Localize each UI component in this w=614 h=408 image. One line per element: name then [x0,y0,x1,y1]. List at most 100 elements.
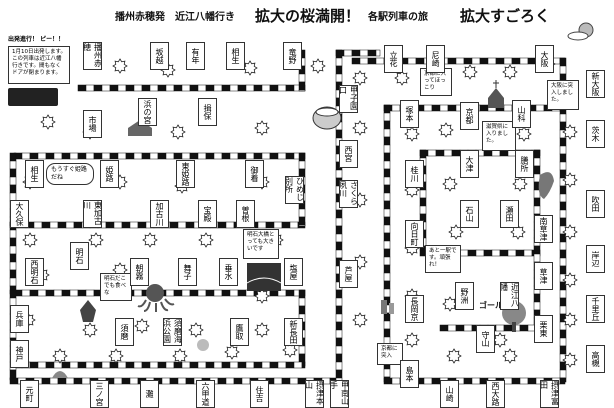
station-label: 竜野 [288,48,297,64]
track-tile [125,84,135,92]
track-tile [523,249,533,257]
track-tile [519,57,529,65]
track-tile [213,84,223,92]
track-tile [21,152,31,160]
station-label: 東姫路 [181,162,190,186]
rest-space-star-icon [254,322,270,338]
track-tile [85,289,95,297]
station-label: 坂越 [155,48,164,64]
track-tile [9,184,17,194]
header-subtitle-right: 各駅列車の旅 [368,12,428,23]
track-tile [65,377,75,385]
track-tile [213,152,223,160]
track-tile [533,181,541,191]
track-tile [109,361,119,369]
track-tile [383,232,391,242]
station-label: 大阪 [540,51,549,67]
station-label: 西明石 [30,260,39,284]
track-tile [519,377,529,385]
station-maiko: 舞子 [178,258,197,286]
track-tile [383,120,391,130]
track-tile [141,289,151,297]
station-label: 草津 [539,268,548,284]
track-tile [37,289,47,297]
track-tile [419,189,427,199]
track-tile [455,57,465,65]
rest-space-star-icon [404,126,420,142]
track-tile [77,84,87,92]
station-label: 茨木 [591,126,600,142]
track-tile [298,89,306,92]
track-tile [169,377,179,385]
station-hamanomiya: 浜の宮 [138,98,157,126]
track-tile [423,377,433,385]
station-label: 桂川 [410,166,419,182]
track-tile [431,104,441,112]
station-label: 六甲道 [201,382,210,406]
track-tile [53,361,63,369]
station-otsu: 大津 [460,150,479,178]
rest-space-star-icon [492,332,508,348]
track-tile [435,149,445,157]
track-tile [285,361,295,369]
station-label: 西宮 [344,146,353,162]
track-tile [463,324,473,332]
rest-space-star-icon [352,312,368,328]
rest-space-star-icon [282,342,298,358]
bubble-akashi-bridge: 明石大橋とっても大きいです [243,229,279,259]
station-label: 石山 [465,206,474,222]
track-tile [265,221,275,229]
track-tile [383,136,391,146]
track-tile [293,361,303,369]
track-tile [217,221,227,229]
station-banshu-ako: 播州赤穂 [83,42,102,70]
track-tile [335,297,343,307]
track-tile [121,377,131,385]
station-kobe: 神戸 [10,340,29,368]
rest-space-star-icon [310,58,326,74]
track-tile [533,189,541,199]
track-tile [383,192,391,202]
track-tile [73,377,83,385]
rest-space-star-icon [352,120,368,136]
track-tile [559,57,567,67]
track-tile [229,361,239,369]
rest-space-star-icon [442,296,458,312]
track-tile [415,57,425,65]
track-tile [229,152,239,160]
station-label: 加古川 [155,202,164,226]
track-tile [447,57,457,65]
station-label: 相生 [231,48,240,64]
track-tile [133,84,143,92]
track-tile [391,377,401,385]
track-tile [149,152,159,160]
track-tile [335,129,343,139]
station-tachibana: 立花 [384,45,403,73]
track-tile [487,104,497,112]
track-tile [213,289,223,297]
station-osaka: 大阪 [535,45,554,73]
track-tile [383,248,391,258]
station-label: 明石 [75,248,84,264]
track-tile [335,361,343,371]
bubble-one-more-station: あと一駅です。頑張れ！ [425,245,461,273]
track-tile [451,149,461,157]
track-tile [205,361,215,369]
station-label: 朝霧 [135,264,144,280]
track-tile [533,165,541,175]
station-nishiakashi: 西明石 [25,258,44,286]
track-tile [467,249,477,257]
track-tile [383,280,391,290]
track-tile [85,84,95,92]
track-tile [189,152,199,160]
track-tile [533,293,541,303]
track-tile [495,324,505,332]
track-tile [113,221,123,229]
track-tile [533,149,541,159]
track-tile [503,104,513,112]
track-tile [298,152,306,162]
station-uneno: 有年 [186,42,205,70]
station-label: 芦屋 [344,266,353,282]
station-higashi-kakogawa: 東加古川 [83,200,102,228]
track-tile [559,265,567,275]
